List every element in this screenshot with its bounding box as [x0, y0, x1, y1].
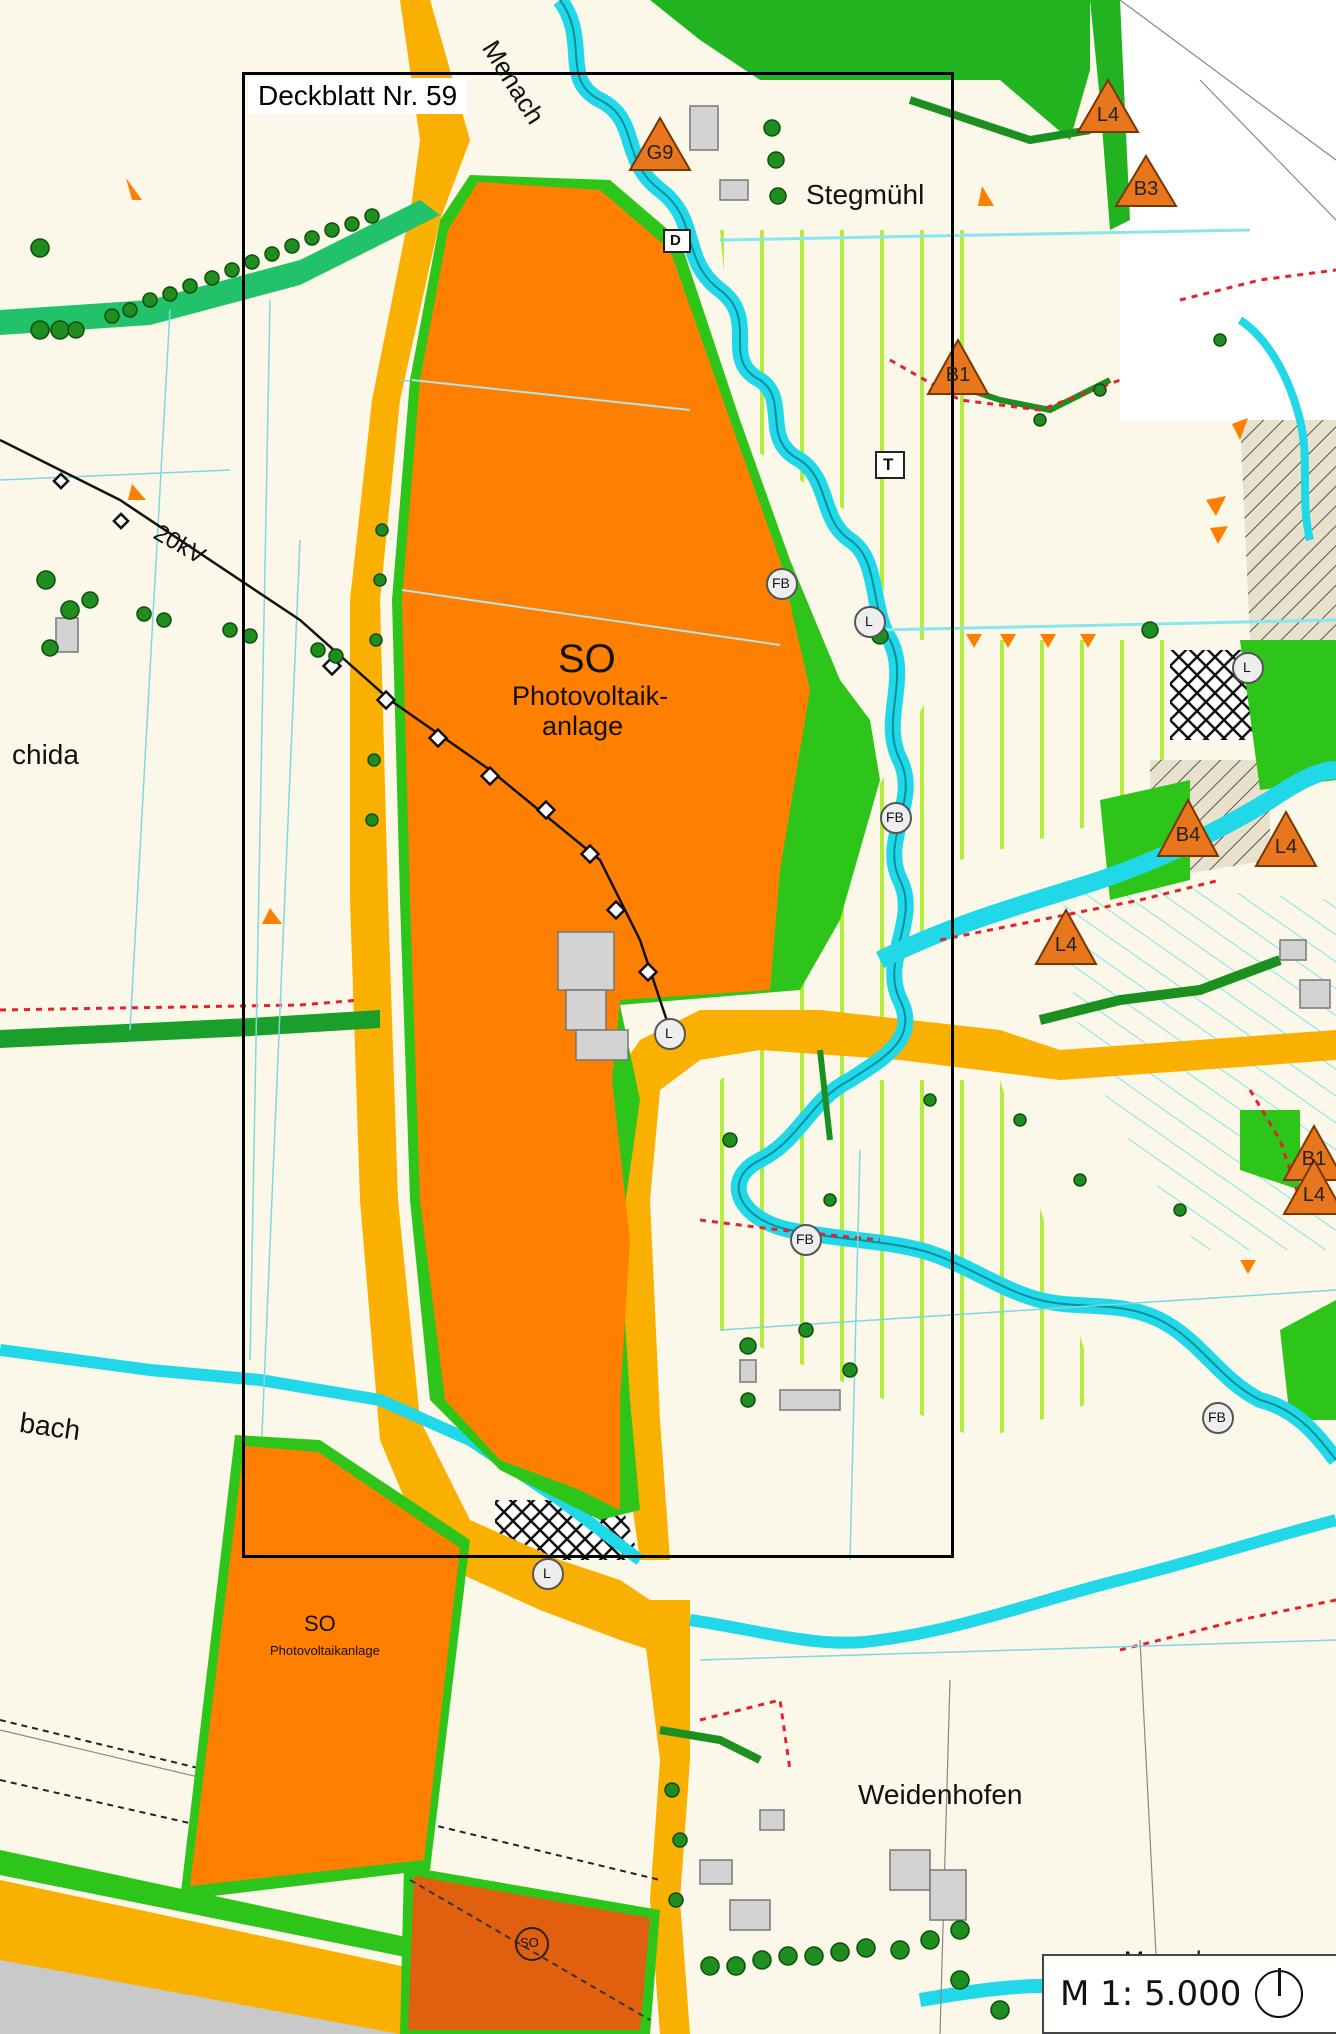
- forest-right-mid: [1240, 1110, 1300, 1190]
- triangle-b3: [1114, 154, 1178, 207]
- small-area-label-so: SO: [520, 1935, 539, 1950]
- green-striped-zone-mid: [720, 1080, 1100, 1440]
- hatched-patch-1: [1240, 420, 1336, 640]
- place-chida: chida: [12, 739, 79, 770]
- so-circle: [515, 1927, 549, 1961]
- forest-bottom-right: [1280, 1300, 1336, 1420]
- pylons: [52, 472, 659, 983]
- red-dash-5: [699, 1218, 881, 1242]
- river-east-branch: [875, 761, 1336, 969]
- triangle-g9: [628, 115, 692, 171]
- square-badges: [663, 229, 905, 479]
- river-south-branch: [689, 1514, 1336, 1649]
- solar-area-main: [402, 182, 810, 1510]
- label-fb-3: FB: [796, 1231, 814, 1247]
- green-striped-zone-north: [720, 230, 1000, 640]
- label-l-1: L: [865, 613, 873, 629]
- buildings: [55, 105, 1331, 1931]
- trees: [30, 119, 1227, 2020]
- place-weidenhofen: Weidenhofen: [858, 1779, 1023, 1810]
- hedge-1: [908, 96, 1091, 145]
- red-dash-3: [0, 998, 361, 1012]
- label-l-4: L: [665, 1025, 673, 1041]
- scale-text: M 1: 5.000: [1060, 1974, 1242, 2014]
- forest-top: [650, 0, 1090, 140]
- hedge-4: [659, 1726, 762, 1764]
- dashed-line-southwest: [0, 1719, 661, 1881]
- label-b3: B3: [1133, 178, 1159, 200]
- label-b4: B4: [1175, 824, 1201, 846]
- badge-fb-1: [766, 568, 798, 600]
- round-badges: [532, 568, 1264, 1590]
- label-l-2: L: [1243, 659, 1251, 675]
- place-stegmuehl: Stegmühl: [806, 179, 925, 210]
- main-area-label-anlage: anlage: [542, 711, 624, 741]
- badge-l-2: [1232, 652, 1264, 684]
- label-l4-south: L4: [1302, 1184, 1326, 1206]
- hedge-5: [817, 1049, 833, 1141]
- label-l-3: L: [543, 1565, 551, 1581]
- label-fb-4: FB: [1208, 1409, 1226, 1425]
- road-midwest: [0, 1010, 380, 1048]
- triangle-b4: [1156, 797, 1220, 857]
- badge-t: [875, 451, 905, 479]
- triangle-l4-east: [1254, 809, 1318, 867]
- triangle-l4-top: [1076, 77, 1140, 133]
- scale-box: M 1: 5.000: [1042, 1954, 1336, 2034]
- forest-east-band: [1240, 640, 1336, 790]
- badge-d: [663, 229, 691, 253]
- badge-l-3: [532, 1558, 564, 1590]
- road-east-connector: [610, 1010, 1336, 1560]
- badge-l-1: [854, 606, 886, 638]
- badge-fb-3: [790, 1224, 822, 1256]
- red-dash-2: [1179, 268, 1336, 302]
- label-t: T: [883, 455, 894, 474]
- triangle-l4-mid: [1034, 907, 1098, 965]
- label-l4-east: L4: [1274, 836, 1298, 858]
- stream-north-east: [1237, 316, 1314, 541]
- stream-mid: [879, 618, 1336, 632]
- label-d: D: [670, 232, 681, 249]
- label-l4-top: L4: [1096, 104, 1120, 126]
- green-striped-zone-east: [720, 300, 1190, 1230]
- red-dash-4: [939, 878, 1221, 942]
- green-verge-bottom: [0, 1850, 420, 1960]
- label-b1-south: B1: [1301, 1148, 1327, 1170]
- hedge-3: [1038, 955, 1282, 1025]
- north-arrow-icon: [1255, 1968, 1304, 2018]
- main-area-label-so: SO: [558, 637, 616, 681]
- red-dash-8: [1119, 1598, 1336, 1652]
- badge-fb-2: [880, 802, 912, 834]
- label-l4-mid: L4: [1054, 934, 1078, 956]
- river-menach-north-outline: [559, 0, 1336, 1461]
- label-fb-2: FB: [886, 809, 904, 825]
- orange-wedges: [126, 178, 1256, 1274]
- solar-area-main-subdivision-2: [401, 589, 781, 646]
- triangle-l4-south: [1282, 1157, 1336, 1215]
- south-area-label-photovoltaikanlage: Photovoltaikanlage: [270, 1643, 380, 1658]
- label-b1-north: B1: [945, 364, 971, 386]
- rail-bottom-left: [0, 1960, 400, 2034]
- triangle-symbols: [628, 77, 1336, 1215]
- top-white-area: [1120, 0, 1336, 420]
- red-dash-6: [699, 1698, 792, 1771]
- label-fb-1: FB: [772, 575, 790, 591]
- deckblatt-title: Deckblatt Nr. 59: [248, 78, 468, 114]
- label-g9: G9: [646, 142, 674, 164]
- triangle-b1-north: [926, 337, 990, 395]
- solar-area-main-subdivision-1: [411, 379, 691, 411]
- badge-fb-4: [1202, 1402, 1234, 1434]
- south-area-label-so: SO: [304, 1611, 336, 1636]
- red-dash-1: [889, 358, 1121, 412]
- badge-l-4: [654, 1018, 686, 1050]
- stream-upper: [719, 228, 1251, 242]
- dashed-diagonal-small: [409, 1879, 651, 2021]
- main-area-label-photovoltaik: Photovoltaik-: [512, 681, 669, 711]
